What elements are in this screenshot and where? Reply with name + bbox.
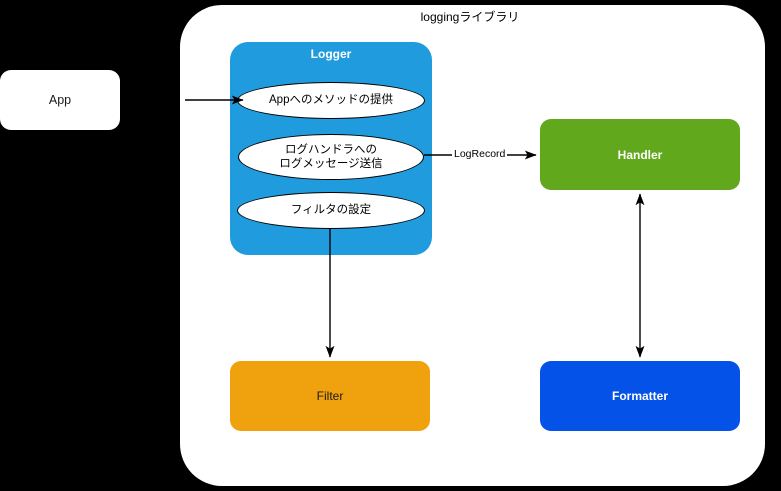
node-formatter[interactable]: Formatter [540, 361, 740, 431]
node-formatter-label: Formatter [611, 389, 668, 403]
node-logger-label: Logger [310, 47, 352, 61]
diagram-title: loggingライブラリ [420, 9, 520, 24]
edge-label-logrecord: LogRecord [452, 148, 508, 160]
node-filter[interactable]: Filter [230, 361, 430, 431]
logger-responsibility-method[interactable]: Appへのメソッドの提供 [237, 82, 425, 119]
node-handler[interactable]: Handler [540, 119, 740, 190]
logger-responsibility-filter-config[interactable]: フィルタの設定 [237, 192, 425, 229]
logger-responsibility-send-message[interactable]: ログハンドラへの ログメッセージ送信 [238, 134, 424, 180]
node-handler-label: Handler [617, 147, 663, 162]
node-app-label: App [48, 93, 72, 107]
node-filter-label: Filter [316, 389, 344, 403]
node-app[interactable]: App [0, 70, 120, 130]
